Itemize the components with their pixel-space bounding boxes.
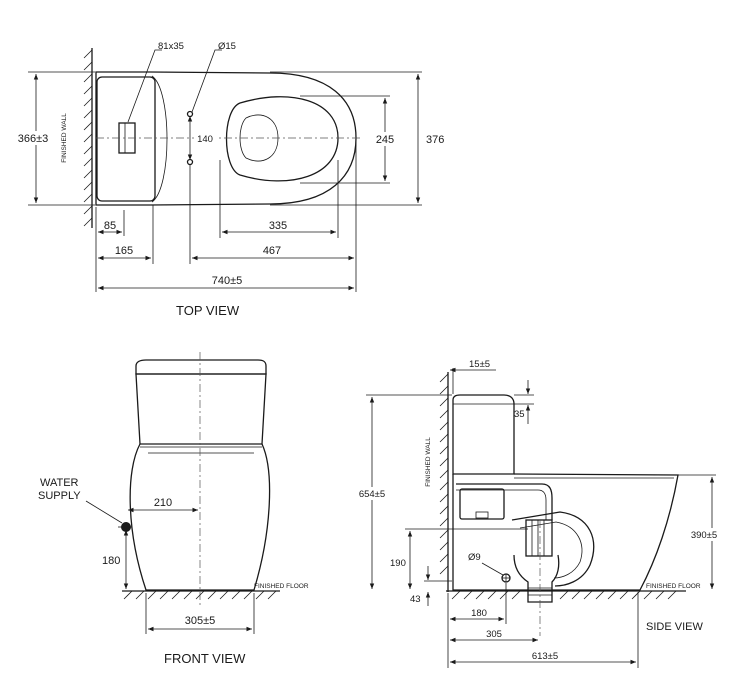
front-finished-floor-label: FINISHED FLOOR: [254, 583, 309, 590]
button-size-label: 81x35: [158, 41, 184, 52]
dim-front-210-label: 210: [154, 497, 172, 509]
dim-335-label: 335: [269, 220, 287, 232]
side-wall-hatch: [439, 373, 449, 575]
dim-140-label: 140: [197, 134, 213, 145]
side-valve-box: [459, 488, 505, 520]
dim-side-305-label: 305: [486, 629, 502, 640]
button-leader: [127, 49, 162, 123]
top-view-title: TOP VIEW: [176, 303, 240, 318]
dim-front-180-label: 180: [102, 555, 120, 567]
dim-165-label: 165: [115, 245, 133, 257]
water-supply-leader: [85, 500, 123, 524]
water-label: WATER: [40, 477, 79, 489]
side-view: FINISHED WALL FINISHED FLOOR: [354, 359, 720, 668]
top-tank-lid-curve: [151, 75, 168, 203]
dim-85-label: 85: [104, 220, 116, 232]
front-tank: [135, 373, 267, 445]
side-finished-floor-label: FINISHED FLOOR: [646, 583, 701, 590]
front-view: FINISHED FLOOR WATER SUPPLY 210 180 305±…: [38, 352, 309, 666]
side-internal-pipe: [456, 483, 553, 520]
front-view-title: FRONT VIEW: [164, 651, 246, 666]
dim-740-label: 740±5: [212, 275, 243, 287]
dim-front-305-label: 305±5: [185, 615, 216, 627]
dim-366-label: 366±3: [18, 133, 49, 145]
side-tank: [452, 394, 515, 475]
front-tank-lid: [135, 359, 267, 375]
dim-side-35-label: 35: [514, 409, 525, 420]
side-finished-wall-label: FINISHED WALL: [425, 437, 432, 487]
dim-side-390-label: 390±5: [691, 530, 717, 541]
dim-467-label: 467: [263, 245, 281, 257]
side-view-title: SIDE VIEW: [646, 621, 703, 633]
dim-side-613-label: 613±5: [532, 651, 558, 662]
top-wall-hatch: [83, 49, 93, 227]
dim-side-9-label: Ø9: [468, 552, 481, 563]
top-finished-wall-label: FINISHED WALL: [61, 113, 68, 163]
side-floor-hatch: [451, 590, 677, 600]
top-view: FINISHED WALL 81x35 Ø15 366±3 140: [14, 41, 444, 318]
supply-label: SUPPLY: [38, 490, 81, 502]
side-trap-flange: [525, 519, 553, 557]
dim-side-190-label: 190: [390, 558, 406, 569]
hole-size-label: Ø15: [218, 41, 236, 52]
front-body: [129, 443, 271, 591]
front-floor-hatch: [123, 590, 277, 600]
side-body: [452, 473, 679, 591]
top-mount-hole-2: [186, 158, 194, 166]
dim-side-43-label: 43: [410, 594, 421, 605]
dim-side-15-label: 15±5: [469, 359, 490, 370]
top-mount-hole-1: [186, 110, 194, 118]
dim-side-180-label: 180: [471, 608, 487, 619]
dim-245-label: 245: [376, 134, 394, 146]
top-tank: [96, 76, 156, 202]
side-trapway: [511, 511, 595, 587]
dim-side-654-label: 654±5: [359, 489, 385, 500]
top-bowl-rim: [225, 96, 339, 182]
dim-376-label: 376: [426, 134, 444, 146]
hole-leader: [191, 49, 222, 113]
